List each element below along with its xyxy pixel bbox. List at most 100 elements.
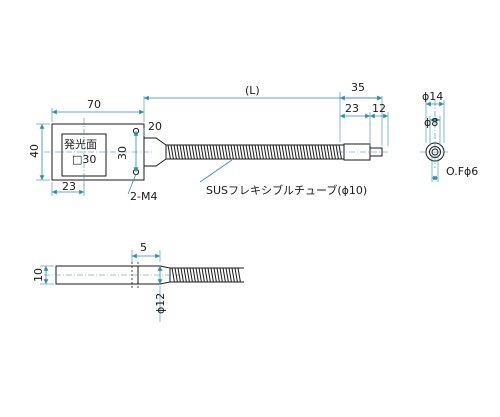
dim-end-inner: ϕ8: [424, 116, 438, 129]
tube-hatch-line: [225, 267, 229, 283]
tube-hatch-line: [209, 144, 213, 160]
side-view: 10 5 ϕ12: [32, 241, 244, 322]
tube-hatch-line: [254, 144, 258, 160]
dim-40: 40: [28, 144, 41, 158]
tube-hatch-line: [222, 267, 226, 283]
tube-hatch-line: [215, 144, 219, 160]
tube-hatch-line: [237, 267, 241, 283]
dim-tube-dia: ϕ12: [154, 293, 167, 314]
tube-hatch-line: [191, 144, 195, 160]
tube-hatch-line: [213, 267, 217, 283]
tube-hatch-line: [281, 144, 285, 160]
tube-hatch-line: [257, 144, 261, 160]
tube-label: SUSフレキシブルチューブ(ϕ10): [206, 183, 367, 197]
tube-hatch-line: [245, 144, 249, 160]
tube-hatch-line: [179, 144, 183, 160]
tube-hatch-line: [323, 144, 327, 160]
tube-hatch-line: [206, 144, 210, 160]
mounting-plate: [51, 123, 145, 181]
tube-hatch-line: [236, 144, 240, 160]
tube-hatch-line: [231, 267, 235, 283]
tube-hatch-line: [194, 144, 198, 160]
tube-hatch-line: [287, 144, 291, 160]
tube-hatch-line: [308, 144, 312, 160]
tube-hatch-line: [317, 144, 321, 160]
tube-hatch-line: [218, 144, 222, 160]
tube-hatch-line: [311, 144, 315, 160]
tube-hatch-line: [242, 144, 246, 160]
tube-hatch-line: [284, 144, 288, 160]
tube-hatch-line: [185, 144, 189, 160]
tube-hatch-line: [305, 144, 309, 160]
tube-hatch-line: [203, 144, 207, 160]
tube-hatch-line: [263, 144, 267, 160]
dim-23: 23: [62, 180, 76, 193]
dim-end-outer: ϕ14: [422, 90, 443, 103]
tube-hatch-line: [200, 144, 204, 160]
emit-face-label: 発光面: [64, 137, 97, 151]
tube-hatch-line: [176, 144, 180, 160]
tube-hatch-line: [197, 144, 201, 160]
dim-l: (L): [245, 84, 260, 97]
tube-hatch-line: [186, 267, 190, 283]
tube-hatch-line: [302, 144, 306, 160]
dim-side-thickness: 10: [32, 268, 45, 282]
tube-hatch-line: [272, 144, 276, 160]
tube-hatch-line: [171, 267, 175, 283]
tube-hatch-line: [180, 267, 184, 283]
tube-hatch-line: [233, 144, 237, 160]
tube-hatch-line: [167, 144, 171, 160]
dim-tip-a: 23: [345, 102, 359, 115]
tube-hatch-line: [182, 144, 186, 160]
screw-label: 2-M4: [130, 190, 157, 203]
tube-hatch-line: [204, 267, 208, 283]
tube-hatch-line: [239, 144, 243, 160]
tube-hatch-line: [216, 267, 220, 283]
tube-hatch-line: [251, 144, 255, 160]
tube-hatch-line: [201, 267, 205, 283]
side-flex-tube: [170, 267, 244, 283]
tube-hatch-line: [210, 267, 214, 283]
screw-leader: [127, 173, 137, 195]
tube-hatch-line: [230, 144, 234, 160]
flange: [144, 137, 167, 167]
tube-hatch-line: [296, 144, 300, 160]
tube-hatch-line: [332, 144, 336, 160]
tube-hatch-line: [248, 144, 252, 160]
tube-hatch-line: [221, 144, 225, 160]
tube-hatch-line: [335, 144, 339, 160]
tube-hatch-line: [269, 144, 273, 160]
tube-leader: [199, 159, 233, 183]
tube-hatch-line: [278, 144, 282, 160]
tube-hatch-line: [192, 267, 196, 283]
dim-20: 20: [148, 120, 162, 133]
tube-hatch-line: [195, 267, 199, 283]
tube-hatch-line: [207, 267, 211, 283]
tube-hatch-line: [320, 144, 324, 160]
tube-hatch-line: [183, 267, 187, 283]
tube-hatch-line: [299, 144, 303, 160]
tube-hatch-line: [329, 144, 333, 160]
dim-70: 70: [87, 98, 101, 111]
tube-hatch-line: [234, 267, 238, 283]
tube-hatch-line: [173, 144, 177, 160]
end-view: ϕ14 ϕ8 O.Fϕ6: [420, 90, 478, 182]
tube-hatch-line: [174, 267, 178, 283]
emit-face-size: □30: [72, 153, 96, 166]
fiber-label: O.Fϕ6: [446, 165, 478, 178]
flex-tube: [166, 144, 344, 160]
tube-hatch-line: [266, 144, 270, 160]
tube-hatch-line: [228, 267, 232, 283]
tube-hatch-line: [170, 144, 174, 160]
tube-hatch-line: [326, 144, 330, 160]
tube-hatch-line: [212, 144, 216, 160]
tube-hatch-line: [224, 144, 228, 160]
dim-30: 30: [116, 146, 129, 160]
tube-hatch-line: [189, 267, 193, 283]
tube-hatch-line: [275, 144, 279, 160]
dim-tip-b: 12: [372, 102, 386, 115]
tube-hatch-line: [260, 144, 264, 160]
tube-hatch-line: [227, 144, 231, 160]
tube-hatch-line: [293, 144, 297, 160]
